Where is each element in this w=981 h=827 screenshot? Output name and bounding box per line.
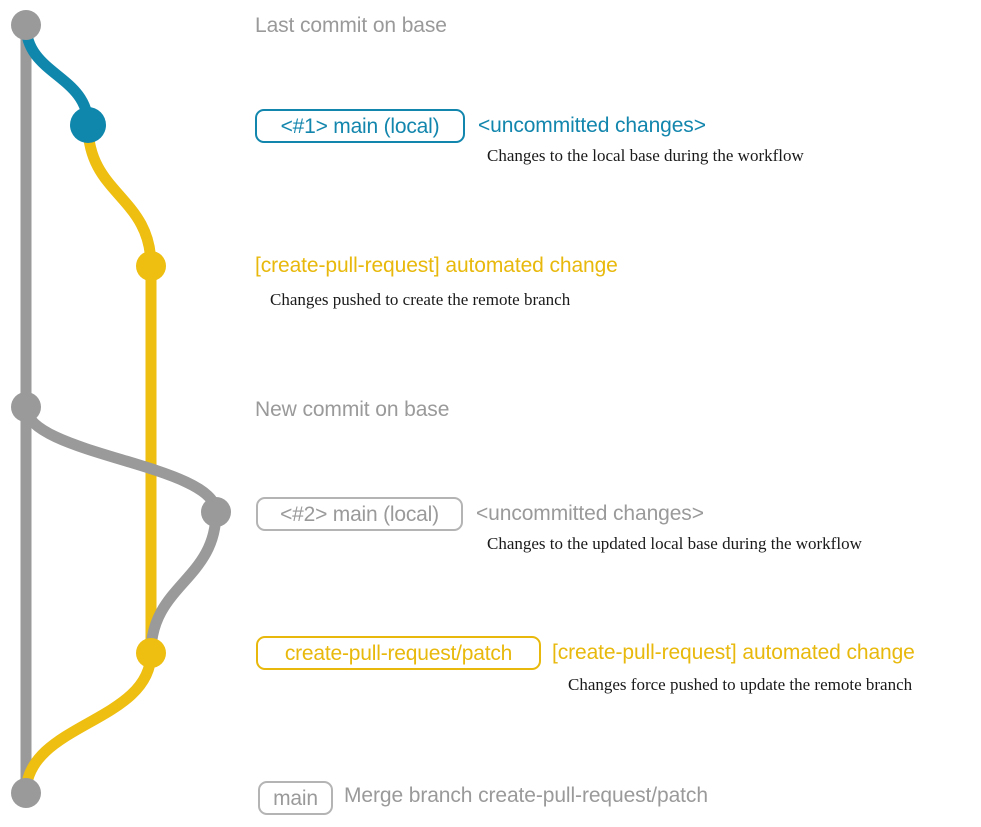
branch-tag-pill-local-main-2[interactable]: <#2> main (local) <box>256 497 463 531</box>
commit-headline-local-main-2: <uncommitted changes> <box>476 502 704 525</box>
branch-edge-local-1-to-patch-1 <box>82 119 157 272</box>
commit-description-local-main-1: Changes to the local base during the wor… <box>487 146 804 165</box>
branch-edge-local-2-to-patch-2 <box>145 506 222 659</box>
branch-tag-pill-local-main-1[interactable]: <#1> main (local) <box>255 109 465 143</box>
commit-description-automated-change-2: Changes force pushed to update the remot… <box>568 675 913 694</box>
branch-edges <box>20 19 222 799</box>
commit-node-new-commit-on-base[interactable] <box>11 392 41 422</box>
commit-node-merge-commit[interactable] <box>11 778 41 808</box>
commit-node-local-main-2[interactable] <box>201 497 231 527</box>
branch-edge-base-2-to-local-2 <box>20 401 222 518</box>
commit-description-local-main-2: Changes to the updated local base during… <box>487 534 862 553</box>
branch-tag-pill-merge-commit[interactable]: main <box>258 781 333 815</box>
commit-headline-new-commit-on-base: New commit on base <box>255 398 450 421</box>
commit-node-last-commit-on-base[interactable] <box>11 10 41 40</box>
commit-headline-local-main-1: <uncommitted changes> <box>478 114 706 137</box>
commit-nodes <box>11 10 231 808</box>
branch-tag-pill-automated-change-2[interactable]: create-pull-request/patch <box>256 636 541 670</box>
commit-headline-last-commit-on-base: Last commit on base <box>255 14 447 37</box>
commit-headline-merge-commit: Merge branch create-pull-request/patch <box>344 784 708 807</box>
branch-edge-patch-2-to-merge <box>20 647 157 799</box>
commit-node-local-main-1[interactable] <box>70 107 106 143</box>
commit-headline-automated-change-1: [create-pull-request] automated change <box>255 254 618 277</box>
commit-description-automated-change-1: Changes pushed to create the remote bran… <box>270 290 571 309</box>
commit-node-automated-change-1[interactable] <box>136 251 166 281</box>
commit-headline-automated-change-2: [create-pull-request] automated change <box>552 641 915 664</box>
commit-node-automated-change-2[interactable] <box>136 638 166 668</box>
